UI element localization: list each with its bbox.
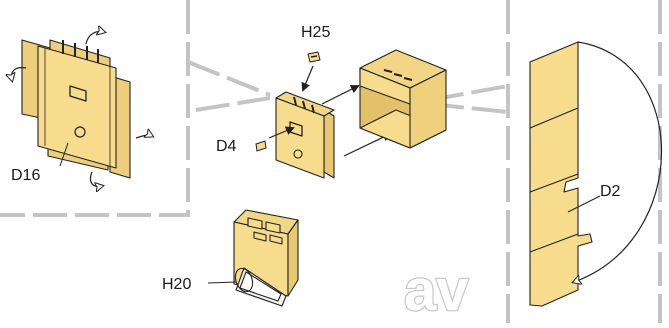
h20-leader-line bbox=[208, 282, 236, 283]
fold-arrow-icon bbox=[86, 32, 104, 45]
label-d16: D16 bbox=[11, 167, 40, 184]
part-d16-sheet bbox=[22, 40, 130, 178]
part-big-box bbox=[360, 50, 446, 148]
part-small-box bbox=[276, 92, 334, 178]
hole-icon bbox=[294, 150, 302, 158]
d2-strip-body bbox=[530, 42, 592, 306]
h25-arrow bbox=[303, 66, 313, 90]
d2-fold-arrow-icon bbox=[574, 42, 662, 282]
part-d4 bbox=[256, 141, 266, 151]
label-h20: H20 bbox=[162, 276, 191, 293]
part-d2-strip bbox=[530, 42, 592, 306]
assembly-arrow-icon bbox=[322, 86, 358, 104]
divider-center-upper bbox=[188, 62, 270, 95]
label-d4: D4 bbox=[216, 138, 237, 155]
fold-arrow-icon bbox=[136, 135, 152, 138]
hole-icon bbox=[75, 127, 85, 137]
part-h25 bbox=[308, 52, 320, 62]
handle-box-side bbox=[288, 220, 298, 296]
small-box-side bbox=[324, 110, 334, 178]
label-h25: H25 bbox=[301, 24, 330, 41]
label-d2: D2 bbox=[600, 183, 621, 200]
watermark-text: av bbox=[404, 258, 469, 323]
divider-center-lower bbox=[196, 98, 270, 110]
d16-main-panel bbox=[38, 46, 116, 168]
fold-arrow-icon bbox=[90, 172, 102, 186]
